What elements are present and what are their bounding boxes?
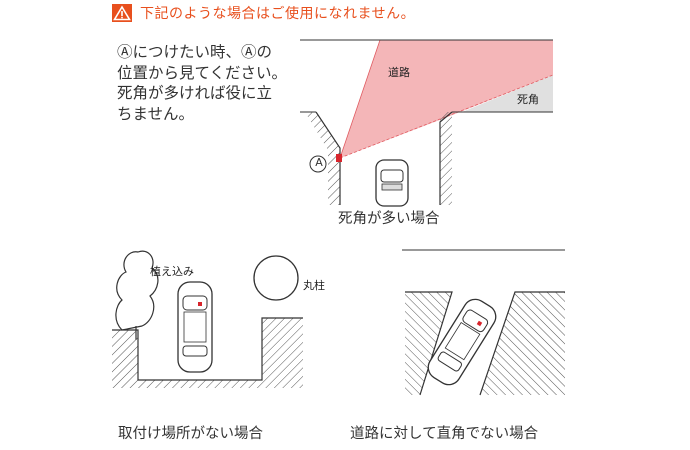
note-line: 位置から見てください。: [117, 63, 288, 82]
road-label: 道路: [388, 66, 410, 79]
note-line: 死角が多ければ役に立: [117, 84, 273, 102]
car-icon: [375, 159, 409, 207]
caption-no-mount: 取付け場所がない場合: [118, 426, 263, 442]
caption-angled-road: 道路に対して直角でない場合: [350, 426, 539, 442]
note-line: Ⓐにつけたい時、Ⓐの: [117, 43, 273, 61]
blind-spot-label: 死角: [517, 93, 539, 106]
plant-label: 植え込み: [150, 265, 194, 278]
plant-icon: [115, 250, 159, 340]
point-a-label: A: [315, 156, 323, 169]
car-icon: [427, 298, 497, 386]
warning-header: 下記のような場合はご使用になれません。: [112, 3, 415, 23]
caption-blind-spot: 死角が多い場合: [338, 211, 440, 227]
blind-spot-area: [462, 75, 553, 112]
warning-text: 下記のような場合はご使用になれません。: [140, 6, 416, 22]
instruction-note: Ⓐにつけたい時、Ⓐの 位置から見てください。 死角が多ければ役に立 ちません。: [117, 42, 287, 124]
pillar-label: 丸柱: [303, 279, 325, 292]
warning-triangle-icon: [112, 4, 132, 22]
pillar-icon: [253, 255, 299, 301]
car-icon: [177, 281, 213, 373]
note-line: ちません。: [117, 104, 195, 123]
view-cone: [340, 40, 553, 158]
